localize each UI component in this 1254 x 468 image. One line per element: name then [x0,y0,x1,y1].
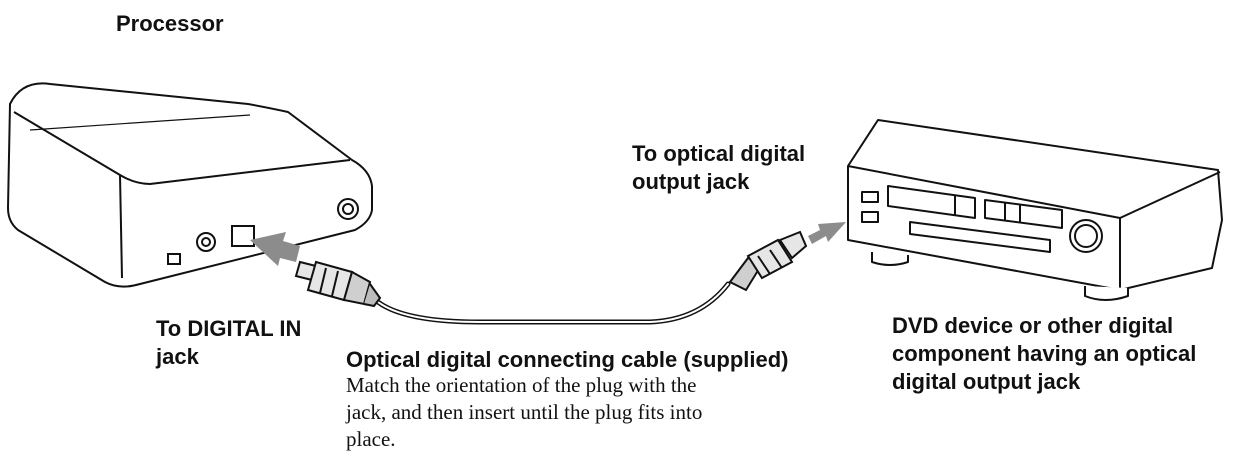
optical-cable [375,281,731,325]
digital-in-jack-icon [231,225,255,247]
round-jack-icon [196,232,216,252]
dvd-device-label-line-2: component having an optical [892,341,1197,366]
digital-in-label-line-1: To DIGITAL IN [156,316,302,341]
small-jack-icon [167,253,181,265]
optical-output-label: To optical digital output jack [632,140,805,196]
arrow-to-digital-in [250,232,300,266]
left-plug [294,260,382,308]
dvd-device [847,119,1223,301]
power-jack-icon [337,198,359,220]
processor-unit [7,82,373,288]
right-plug [728,230,808,292]
cable-note-line-2: jack, and then insert until the plug fit… [346,400,703,424]
dvd-device-label: DVD device or other digital component ha… [892,312,1196,396]
digital-in-label-line-2: jack [156,344,199,369]
arrow-to-optical-output [808,222,846,244]
optical-output-label-line-1: To optical digital [632,141,806,166]
processor-label: Processor [116,11,224,36]
digital-in-label: To DIGITAL IN jack [156,315,301,371]
cable-note-line-3: place. [346,427,396,451]
cable-note-line-1: Match the orientation of the plug with t… [346,373,697,397]
dvd-device-label-line-3: digital output jack [892,369,1081,394]
cable-title: Optical digital connecting cable (suppli… [346,347,789,372]
cable-note: Match the orientation of the plug with t… [346,372,702,453]
optical-output-label-line-2: output jack [632,169,750,194]
processor-jacks [167,198,359,265]
dvd-device-label-line-1: DVD device or other digital [892,313,1174,338]
